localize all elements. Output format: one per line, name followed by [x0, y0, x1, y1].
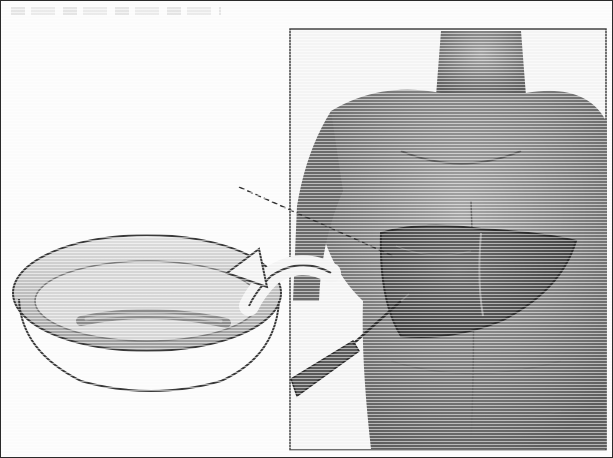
specimen-dish	[13, 235, 281, 391]
